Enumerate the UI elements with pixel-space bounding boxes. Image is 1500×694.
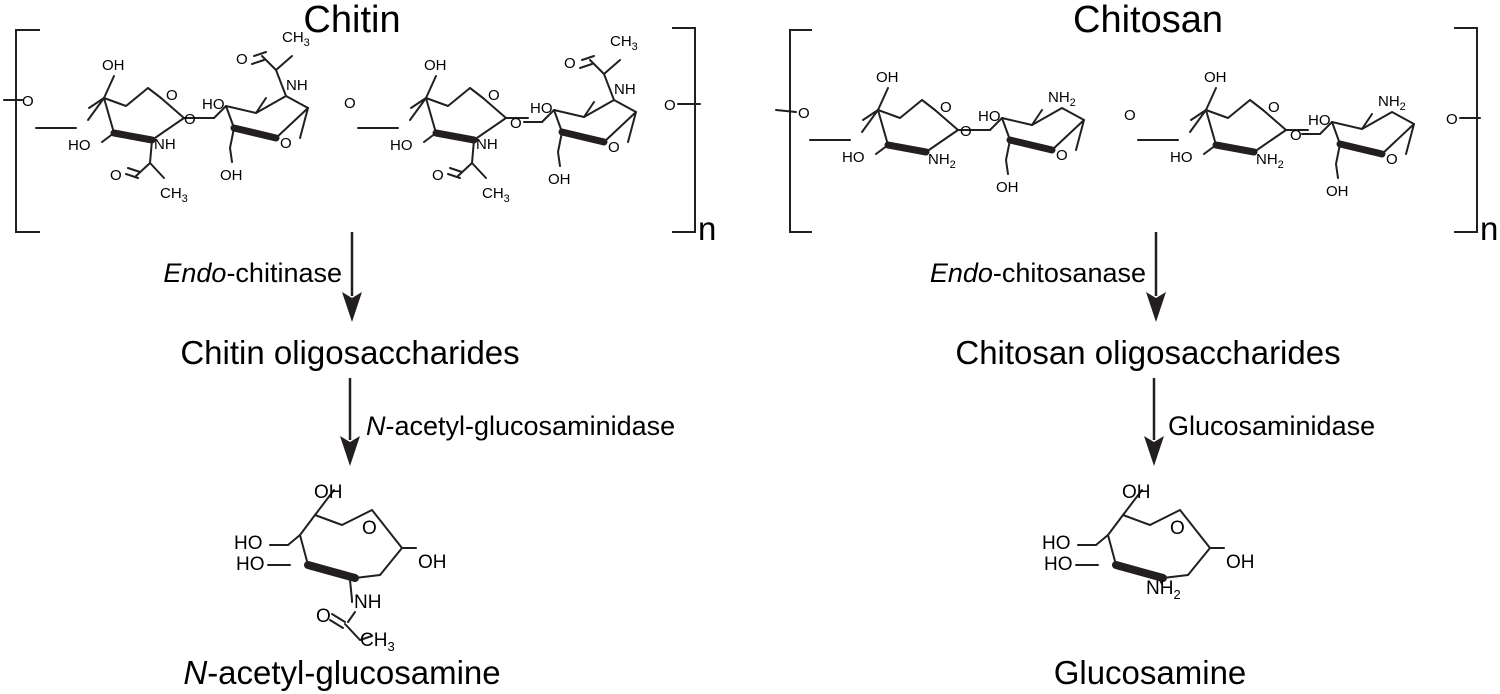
- chitosan-arrowhead-2: [1144, 436, 1164, 466]
- chitin-oligosaccharides-label: Chitin oligosaccharides: [180, 334, 519, 371]
- chitosan-right-bracket: [1454, 27, 1478, 233]
- endo-chitinase-label: Endo-chitinase: [163, 258, 342, 288]
- svg-text:OH: OH: [418, 552, 447, 573]
- chitosan-oligosaccharides-label: Chitosan oligosaccharides: [955, 334, 1340, 371]
- svg-text:O: O: [1290, 127, 1302, 144]
- svg-text:HO: HO: [1042, 533, 1071, 554]
- glucosamine-structure: OH HO HO O OH NH2: [1042, 482, 1255, 602]
- svg-text:O: O: [362, 518, 377, 539]
- n-acetyl-glucosaminidase-label: N-acetyl-glucosaminidase: [366, 411, 675, 441]
- svg-text:OH: OH: [314, 482, 343, 503]
- svg-text:O: O: [184, 111, 196, 128]
- chitosan-section: Chitosan n O O O O O Endo-chitosanase Ch…: [775, 0, 1498, 691]
- chitin-left-bracket: [15, 29, 40, 233]
- chitin-polymer: O O O O O: [3, 29, 701, 205]
- chitosan-polymer: O O O O O: [775, 69, 1481, 200]
- chitin-arrowhead-2: [340, 436, 360, 466]
- svg-text:HO: HO: [234, 533, 263, 554]
- chitin-arrowhead-1: [342, 292, 362, 322]
- glucosamine-label: Glucosamine: [1054, 654, 1247, 691]
- svg-text:O: O: [22, 93, 34, 110]
- chitosan-repeat-n: n: [1480, 210, 1498, 247]
- svg-text:O: O: [344, 95, 356, 112]
- svg-text:NH: NH: [354, 592, 381, 613]
- endo-chitosanase-label: Endo-chitosanase: [930, 258, 1146, 288]
- chitin-right-bracket: [672, 27, 696, 233]
- chitin-title: Chitin: [303, 0, 400, 41]
- glucosaminidase-label: Glucosaminidase: [1168, 411, 1375, 441]
- svg-text:O: O: [510, 115, 522, 132]
- svg-text:O: O: [1124, 107, 1136, 124]
- chitin-section: Chitin n O O O O O Endo-chitinase Chitin…: [3, 0, 716, 691]
- svg-text:O: O: [664, 97, 676, 114]
- chitin-repeat-n: n: [698, 210, 716, 247]
- svg-text:O: O: [798, 105, 810, 122]
- svg-text:HO: HO: [236, 554, 265, 575]
- chitosan-title: Chitosan: [1073, 0, 1223, 41]
- n-acetyl-glucosamine-label: N-acetyl-glucosamine: [183, 654, 500, 691]
- n-acetyl-glucosamine-structure: OH HO HO O OH NH O CH3: [234, 482, 447, 654]
- svg-text:OH: OH: [1226, 552, 1255, 573]
- svg-text:OH: OH: [1122, 482, 1151, 503]
- svg-text:NH2: NH2: [1146, 578, 1181, 602]
- chitosan-left-bracket: [789, 29, 812, 233]
- svg-text:O: O: [316, 606, 331, 627]
- svg-text:CH3: CH3: [360, 630, 395, 654]
- svg-text:O: O: [960, 123, 972, 140]
- chitosan-arrowhead-1: [1146, 292, 1166, 322]
- svg-text:O: O: [1446, 111, 1458, 128]
- svg-text:O: O: [1170, 518, 1185, 539]
- svg-text:HO: HO: [1044, 554, 1073, 575]
